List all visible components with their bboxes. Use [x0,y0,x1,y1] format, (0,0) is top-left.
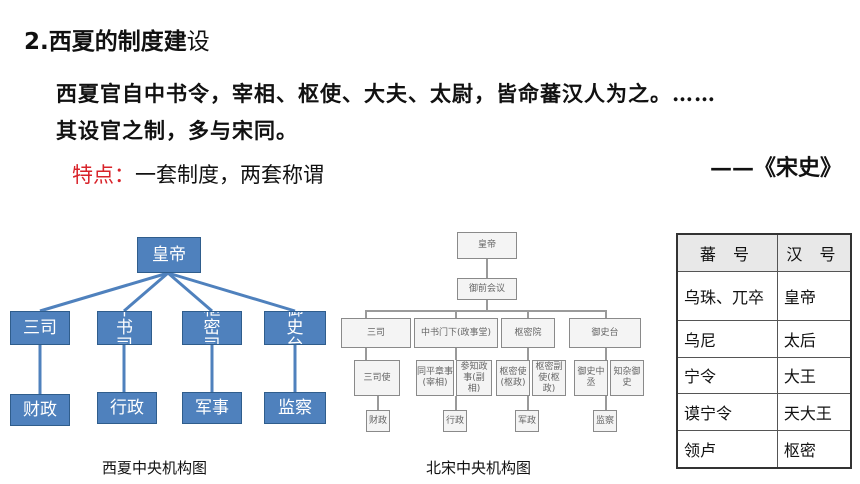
slide-title-bold: 2.西夏的制度建 [24,29,187,55]
feature-label: 特点： [72,163,135,187]
quote-source: ——《宋史》 [709,155,842,181]
table-row: 谟宁令 天大王 [676,393,852,432]
table-cell-fan: 谟宁令 [676,393,778,432]
feature-text: 一套制度，两套称谓 [135,163,324,187]
table-cell-fan: 宁令 [676,356,778,395]
xixia-root-box: 皇帝 [137,237,201,273]
table-cell-fan: 乌尼 [676,319,778,358]
song-level3-box: 枢密院 [501,318,555,348]
xixia-chart-caption: 西夏中央机构图 [102,459,208,477]
song-connector [605,348,607,360]
song-level4-box: 三司使 [354,360,400,396]
table-cell-fan: 领卢 [676,430,778,469]
song-connector [365,348,367,360]
song-connector [486,300,488,310]
table-row: 领卢 枢密 [676,430,852,469]
table-header-fan: 蕃 号 [676,233,778,272]
song-connector [527,348,529,360]
connector-root-shumi [167,271,213,313]
xixia-level3-box: 军事 [182,392,242,424]
connector-root-zhongshu [123,271,169,313]
table-cell-han: 天大王 [776,393,852,432]
connector-root-yushi [167,271,296,313]
song-level4-box: 参知政事(副相) [456,360,492,396]
song-level4-box: 枢密使(枢政) [496,360,530,396]
song-chart-caption: 北宋中央机构图 [426,459,532,477]
quote-line-2: 其设官之制，多与宋同。 [56,118,298,143]
song-level4-box: 知杂御史 [610,360,644,396]
song-level4-box: 枢密副使(枢政) [532,360,566,396]
song-level5-box: 行政 [443,410,467,432]
titles-table: 蕃 号 汉 号 乌珠、兀卒 皇帝 乌尼 太后 宁令 大王 谟宁令 天大王 领卢 … [676,233,852,469]
song-connector [455,310,457,318]
connector-root-sansi [39,271,169,313]
xixia-level3-box: 财政 [10,394,70,426]
table-cell-han: 太后 [776,319,852,358]
feature-line: 特点：一套制度，两套称谓 [72,159,324,189]
table-row: 乌珠、兀卒 皇帝 [676,270,852,321]
table-header-row: 蕃 号 汉 号 [676,233,852,272]
song-connector [365,310,607,312]
table-header-han: 汉 号 [776,233,852,272]
xixia-level3-box: 行政 [97,392,157,424]
song-connector [455,396,457,410]
song-connector [455,348,457,360]
xixia-level2-box: 枢密司 [182,311,242,345]
song-connector [486,259,488,278]
song-connector [365,310,367,318]
table-cell-han: 大王 [776,356,852,395]
xixia-level2-box: 三司 [10,311,70,345]
song-level4-box: 御史中丞 [574,360,608,396]
song-connector [527,396,529,410]
song-connector [377,396,379,410]
song-level5-box: 军政 [515,410,539,432]
slide-title: 2.西夏的制度建设 [24,22,210,56]
song-connector [605,396,607,410]
song-level3-box: 中书门下(政事堂) [414,318,498,348]
table-row: 宁令 大王 [676,356,852,395]
table-cell-han: 皇帝 [776,270,852,321]
table-cell-han: 枢密 [776,430,852,469]
table-cell-fan: 乌珠、兀卒 [676,270,778,321]
song-level5-box: 财政 [366,410,390,432]
table-row: 乌尼 太后 [676,319,852,358]
song-level3-box: 三司 [341,318,411,348]
quote-line-1: 西夏官自中书令，宰相、枢使、大夫、太尉，皆命蕃汉人为之。…… [56,81,716,106]
song-level5-box: 监察 [593,410,617,432]
xixia-level2-box: 中书司 [97,311,152,345]
song-connector [605,310,607,318]
song-level4-box: 同平章事(宰相) [416,360,454,396]
xixia-level2-box: 御史台 [264,311,326,345]
song-second-box: 御前会议 [457,278,517,300]
song-level3-box: 御史台 [569,318,641,348]
xixia-level3-box: 监察 [264,392,326,424]
song-connector [527,310,529,318]
slide-title-light: 设 [186,29,210,55]
song-top-box: 皇帝 [457,232,517,259]
